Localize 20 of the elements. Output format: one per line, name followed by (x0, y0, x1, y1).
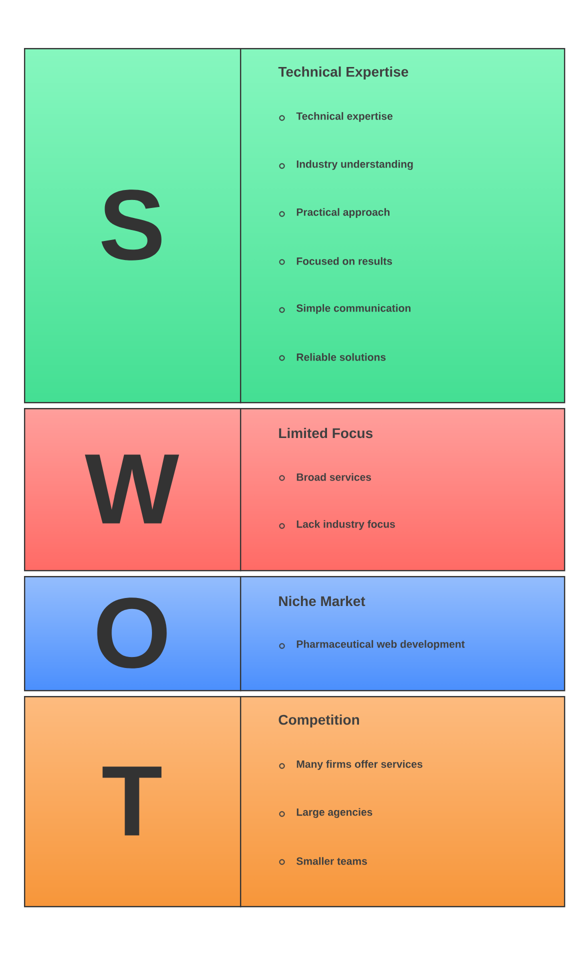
bullet-item: Simple communication (279, 304, 410, 314)
heading: Niche Market (279, 596, 366, 606)
heading: Technical Expertise (278, 66, 408, 80)
bullet-item: Pharmaceutical web development (279, 640, 465, 650)
heading: Limited Focus (279, 428, 373, 438)
bullet-item: Focused on results (279, 257, 392, 265)
bullet-item: Smaller teams (279, 857, 367, 865)
bullet-item: Reliable solutions (279, 353, 386, 361)
bullet-item: Industry understanding (279, 160, 413, 170)
outlined-letter: O (97, 598, 167, 668)
heading: Competition (278, 714, 359, 728)
bullet-item: Broad services (279, 473, 372, 481)
bullet-item: Lack industry focus (279, 520, 395, 530)
outlined-letter: S (102, 190, 162, 260)
bullet-item: Many firms offer services (279, 760, 422, 770)
outlined-letter: W (84, 454, 180, 524)
outlined-letter: T (102, 766, 162, 836)
bullet-item: Practical approach (279, 208, 390, 218)
bullet-item: Large agencies (279, 808, 372, 818)
bullet-item: Technical expertise (279, 112, 392, 122)
